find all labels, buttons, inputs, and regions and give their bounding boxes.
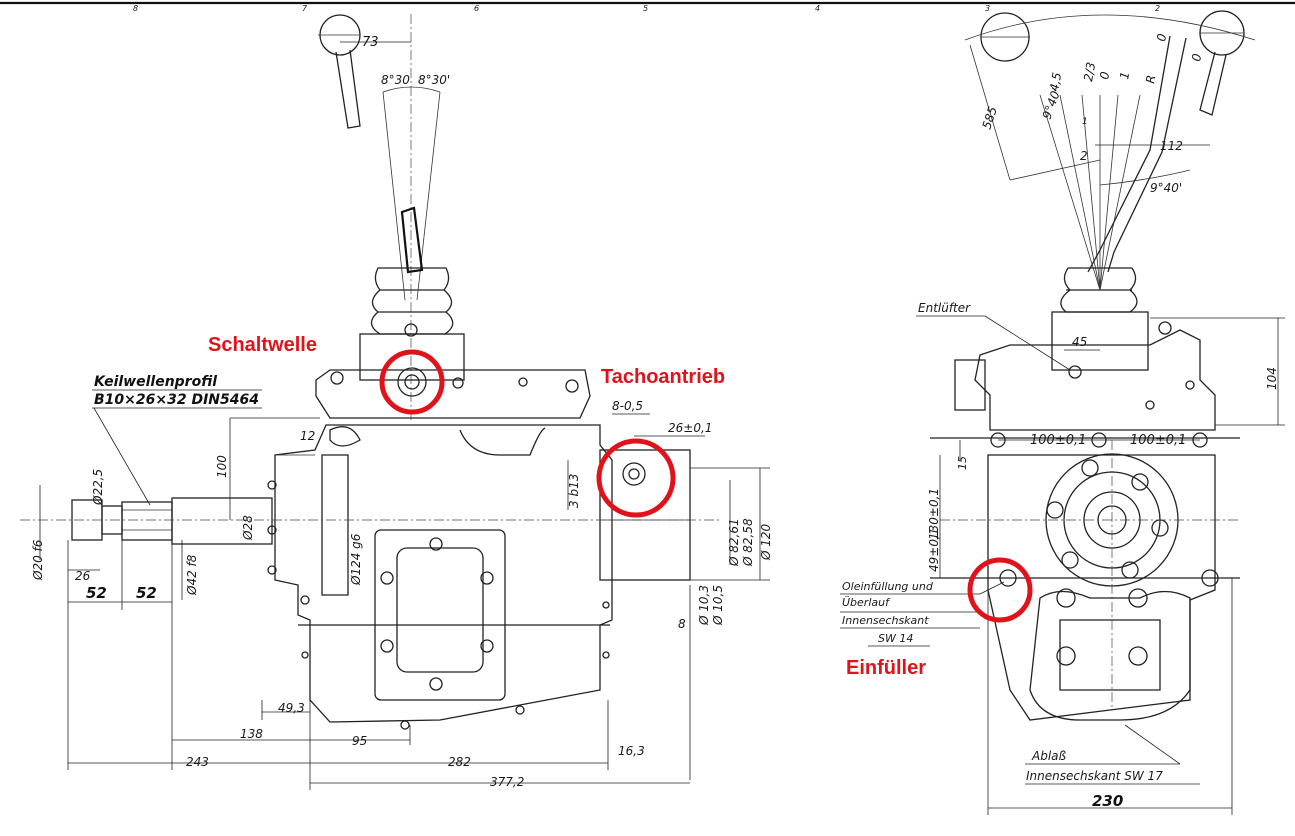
- gear-23: 2/3: [1081, 61, 1098, 82]
- dim-28: Ø28: [241, 515, 255, 541]
- dim-112: 112: [1160, 139, 1183, 153]
- sheet-mark: 8: [133, 4, 138, 13]
- gear-0: 0: [1097, 70, 1112, 80]
- dim-8-05: 8-0,5: [612, 399, 643, 413]
- schaltwelle-label: Schaltwelle: [208, 334, 317, 356]
- drain-line1: Ablaß: [1031, 749, 1067, 763]
- gear-r: R: [1143, 74, 1158, 85]
- dim-120: Ø 120: [759, 523, 773, 561]
- mark-1: 1: [1082, 117, 1088, 127]
- dim-377-2: 377,2: [490, 775, 524, 789]
- sheet-mark: 7: [302, 4, 308, 13]
- gearbox-housing-front: [267, 424, 691, 730]
- dim-26-01: 26±0,1: [668, 421, 712, 435]
- side-shift-boot: [1051, 267, 1149, 371]
- dim-3b13: 3 b13: [567, 474, 581, 508]
- dim-100: 100: [215, 455, 229, 478]
- dim-138: 138: [240, 727, 263, 741]
- dim-8: 8: [678, 617, 686, 631]
- dim-95: 95: [352, 734, 367, 748]
- sheet-mark: 3: [985, 4, 990, 13]
- front-view: 73 8°30 8°30': [20, 14, 773, 790]
- dim-angle-left: 8°30: [381, 73, 410, 87]
- sheet-mark: 6: [474, 4, 479, 13]
- dim-82-61: Ø 82,61: [727, 518, 741, 567]
- sheet-mark: 5: [643, 4, 648, 13]
- side-view: 585 9°40' 4,5 2/3 0 1 R 0 0 1 2 112 9°40…: [840, 10, 1285, 815]
- oil-fill-line3: Innensechskant: [842, 614, 929, 627]
- dim-26: 26: [75, 569, 91, 583]
- angle-9-40-b: 9°40': [1150, 181, 1182, 195]
- schaltwelle-highlight: [379, 349, 445, 415]
- tachoantrieb-label: Tachoantrieb: [601, 366, 725, 388]
- dim-52-b: 52: [136, 584, 157, 602]
- dim-82-58: Ø 82,58: [741, 518, 755, 567]
- dim-282: 282: [448, 755, 471, 769]
- dim-585: 585: [980, 105, 1000, 131]
- dim-230: 230: [1092, 792, 1123, 810]
- dim-10-5: Ø 10,5: [711, 585, 725, 626]
- dim-12: 12: [300, 429, 315, 443]
- oil-fill-line2: Überlauf: [842, 596, 891, 609]
- lever-0: 0: [1154, 32, 1169, 42]
- dim-243: 243: [186, 755, 209, 769]
- oil-fill-line4: SW 14: [878, 632, 913, 645]
- dim-10-3: Ø 10,3: [697, 585, 711, 626]
- oil-fill-line1: Oleinfüllung und: [842, 580, 934, 593]
- dim-100-b: 100±0,1: [1130, 433, 1186, 448]
- gear-1: 1: [1117, 71, 1132, 81]
- mark-2: 2: [1080, 149, 1088, 163]
- einfueller-highlight: [967, 557, 1033, 623]
- dim-22-5: Ø22,5: [91, 469, 105, 506]
- shift-boot: [359, 267, 465, 381]
- dim-20: Ø20 f6: [31, 539, 45, 581]
- spline-profile-title: Keilwellenprofil: [94, 374, 217, 390]
- drain-line2: Innensechskant SW 17: [1026, 769, 1163, 783]
- dim-52-a: 52: [86, 584, 107, 602]
- entluefter-label: Entlüfter: [918, 301, 971, 315]
- einfueller-label: Einfüller: [846, 657, 926, 679]
- dim-angle-right: 8°30': [418, 73, 450, 87]
- sheet-mark: 2: [1155, 4, 1160, 13]
- dim-124: Ø124 g6: [349, 533, 363, 586]
- dim-130: 130±0,1: [927, 488, 941, 540]
- dim-100-a: 100±0,1: [1030, 433, 1086, 448]
- dim-42: Ø42 f8: [185, 554, 199, 596]
- dim-49: 49±0,1: [927, 528, 941, 572]
- dim-49-3: 49,3: [278, 701, 305, 715]
- sheet-frame: 8 7 6 5 4 3 2: [0, 1, 1295, 13]
- spline-profile-spec: B10×26×32 DIN5464: [94, 392, 259, 408]
- gear-45: 4,5: [1047, 71, 1064, 92]
- shift-lever-ghost: [318, 14, 361, 129]
- dim-15: 15: [956, 456, 969, 470]
- tachoantrieb-highlight: [596, 438, 676, 518]
- dim-16-3: 16,3: [618, 744, 645, 758]
- sheet-mark: 4: [815, 4, 820, 13]
- dim-lever-offset: 73: [362, 35, 379, 50]
- dim-4-5: 45: [1072, 335, 1087, 349]
- dim-104: 104: [1265, 367, 1279, 390]
- lever-0-b: 0: [1189, 52, 1204, 62]
